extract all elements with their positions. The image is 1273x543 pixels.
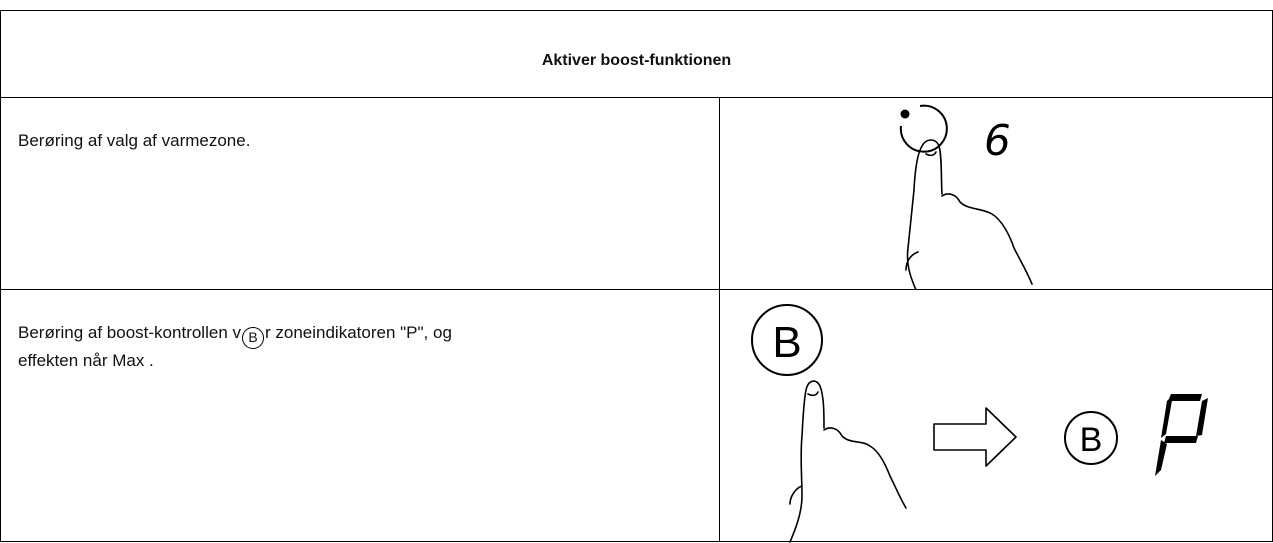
seven-segment-digit-icon: 6 [984, 116, 1011, 165]
table-title: Aktiver boost-funktionen [541, 52, 732, 69]
step-1-illustration-cell: 6 [719, 97, 1273, 290]
boost-instruction-table: Aktiver boost-funktionen Berøring af val… [0, 10, 1273, 543]
power-ring-icon [899, 104, 948, 153]
svg-text:B: B [1080, 421, 1103, 459]
step-1-text: Berøring af valg af varmezone. [18, 131, 251, 150]
pointing-hand-icon [905, 139, 1033, 290]
step-2-illustration-cell: B B P [719, 289, 1273, 543]
step-1-description-cell: Berøring af valg af varmezone. [0, 97, 719, 289]
step-2-text-part1: Berøring af boost-kontrollen v [18, 323, 241, 342]
boost-symbol-icon: B [1064, 411, 1118, 465]
boost-button-icon: B [751, 304, 823, 376]
svg-text:B: B [772, 318, 801, 367]
boost-inline-symbol: B [242, 327, 264, 349]
step-1-illustration: 6 [899, 104, 1033, 290]
seven-segment-letter-icon: P [1155, 394, 1208, 476]
table-header-cell: Aktiver boost-funktionen [0, 10, 1273, 97]
step-2-illustration: B B P [751, 304, 1208, 543]
pointing-hand-icon [789, 380, 907, 543]
step-2-text-part2: r zoneindikatoren "P", og [265, 323, 452, 342]
arrow-right-icon [933, 407, 1017, 467]
step-2-text-line2: effekten når Max . [18, 351, 154, 370]
